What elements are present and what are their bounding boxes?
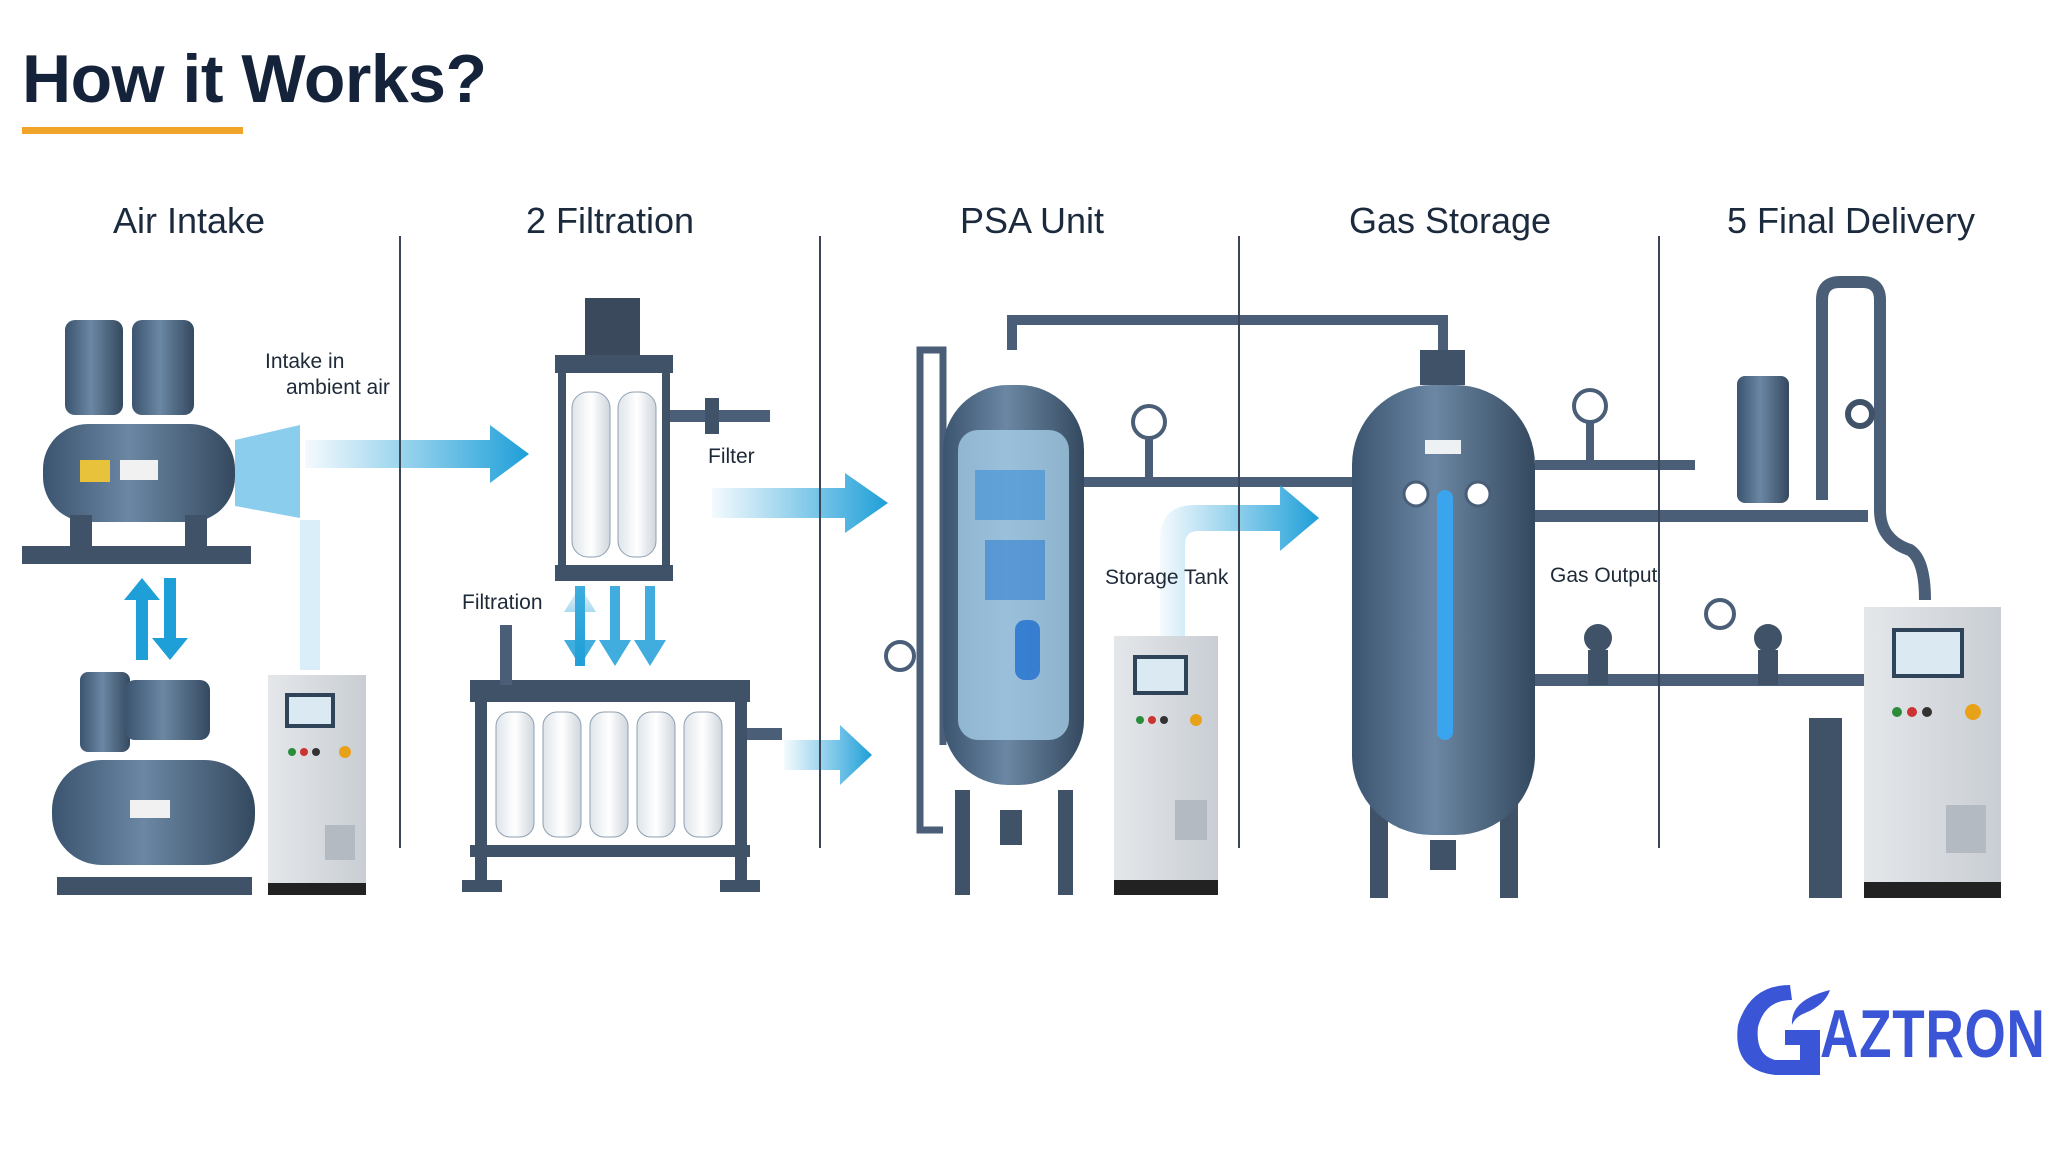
air-compressor-icon — [22, 320, 251, 564]
air-compressor-icon — [52, 672, 255, 895]
filter-housing-icon — [555, 298, 770, 581]
gas-storage-tank-icon — [1352, 350, 1535, 898]
step-gas-storage: Gas Storage — [1348, 200, 1552, 241]
control-panel-icon — [1114, 636, 1218, 895]
delivery-unit-icon — [1737, 276, 1931, 898]
psa-vessel-icon — [884, 315, 1448, 895]
step-air-intake: Air Intake — [112, 200, 266, 241]
flow-arrow-icon — [305, 425, 529, 483]
valve-icon — [1584, 624, 1782, 685]
step-psa-unit: PSA Unit — [959, 200, 1105, 241]
label-intake-line2: ambient air — [286, 376, 390, 399]
section-divider — [399, 236, 401, 848]
logo-flame-g-icon — [1737, 985, 1830, 1075]
label-storage-tank: Storage Tank — [1105, 566, 1229, 589]
pressure-gauge-icon — [1131, 404, 1167, 480]
flow-arrow-icon — [712, 473, 888, 533]
section-divider — [1658, 236, 1660, 848]
control-panel-icon — [268, 675, 366, 895]
label-gas-output: Gas Output — [1550, 564, 1658, 587]
title-underline — [22, 127, 243, 134]
curved-flow-arrow-icon — [1160, 485, 1319, 640]
gaztron-logo: AZTRON — [1730, 975, 2045, 1085]
section-divider — [819, 236, 821, 848]
section-divider — [1238, 236, 1240, 848]
label-intake-line1: Intake in — [265, 350, 345, 373]
label-filtration: Filtration — [462, 591, 543, 614]
label-filter: Filter — [708, 445, 755, 468]
down-arrows-icon — [564, 586, 666, 666]
bidirectional-arrow-icon — [124, 578, 188, 660]
filter-rack-icon — [462, 625, 782, 892]
control-panel-icon — [1864, 607, 2001, 898]
pressure-gauge-icon — [1572, 388, 1736, 630]
page-title: How it Works? — [22, 41, 487, 117]
step-filtration: 2 Filtration — [525, 200, 695, 241]
step-final-delivery: 5 Final Delivery — [1726, 200, 1976, 241]
logo-text: AZTRON — [1820, 996, 2046, 1072]
air-spray-icon — [235, 425, 300, 518]
flow-arrow-icon — [784, 725, 872, 785]
